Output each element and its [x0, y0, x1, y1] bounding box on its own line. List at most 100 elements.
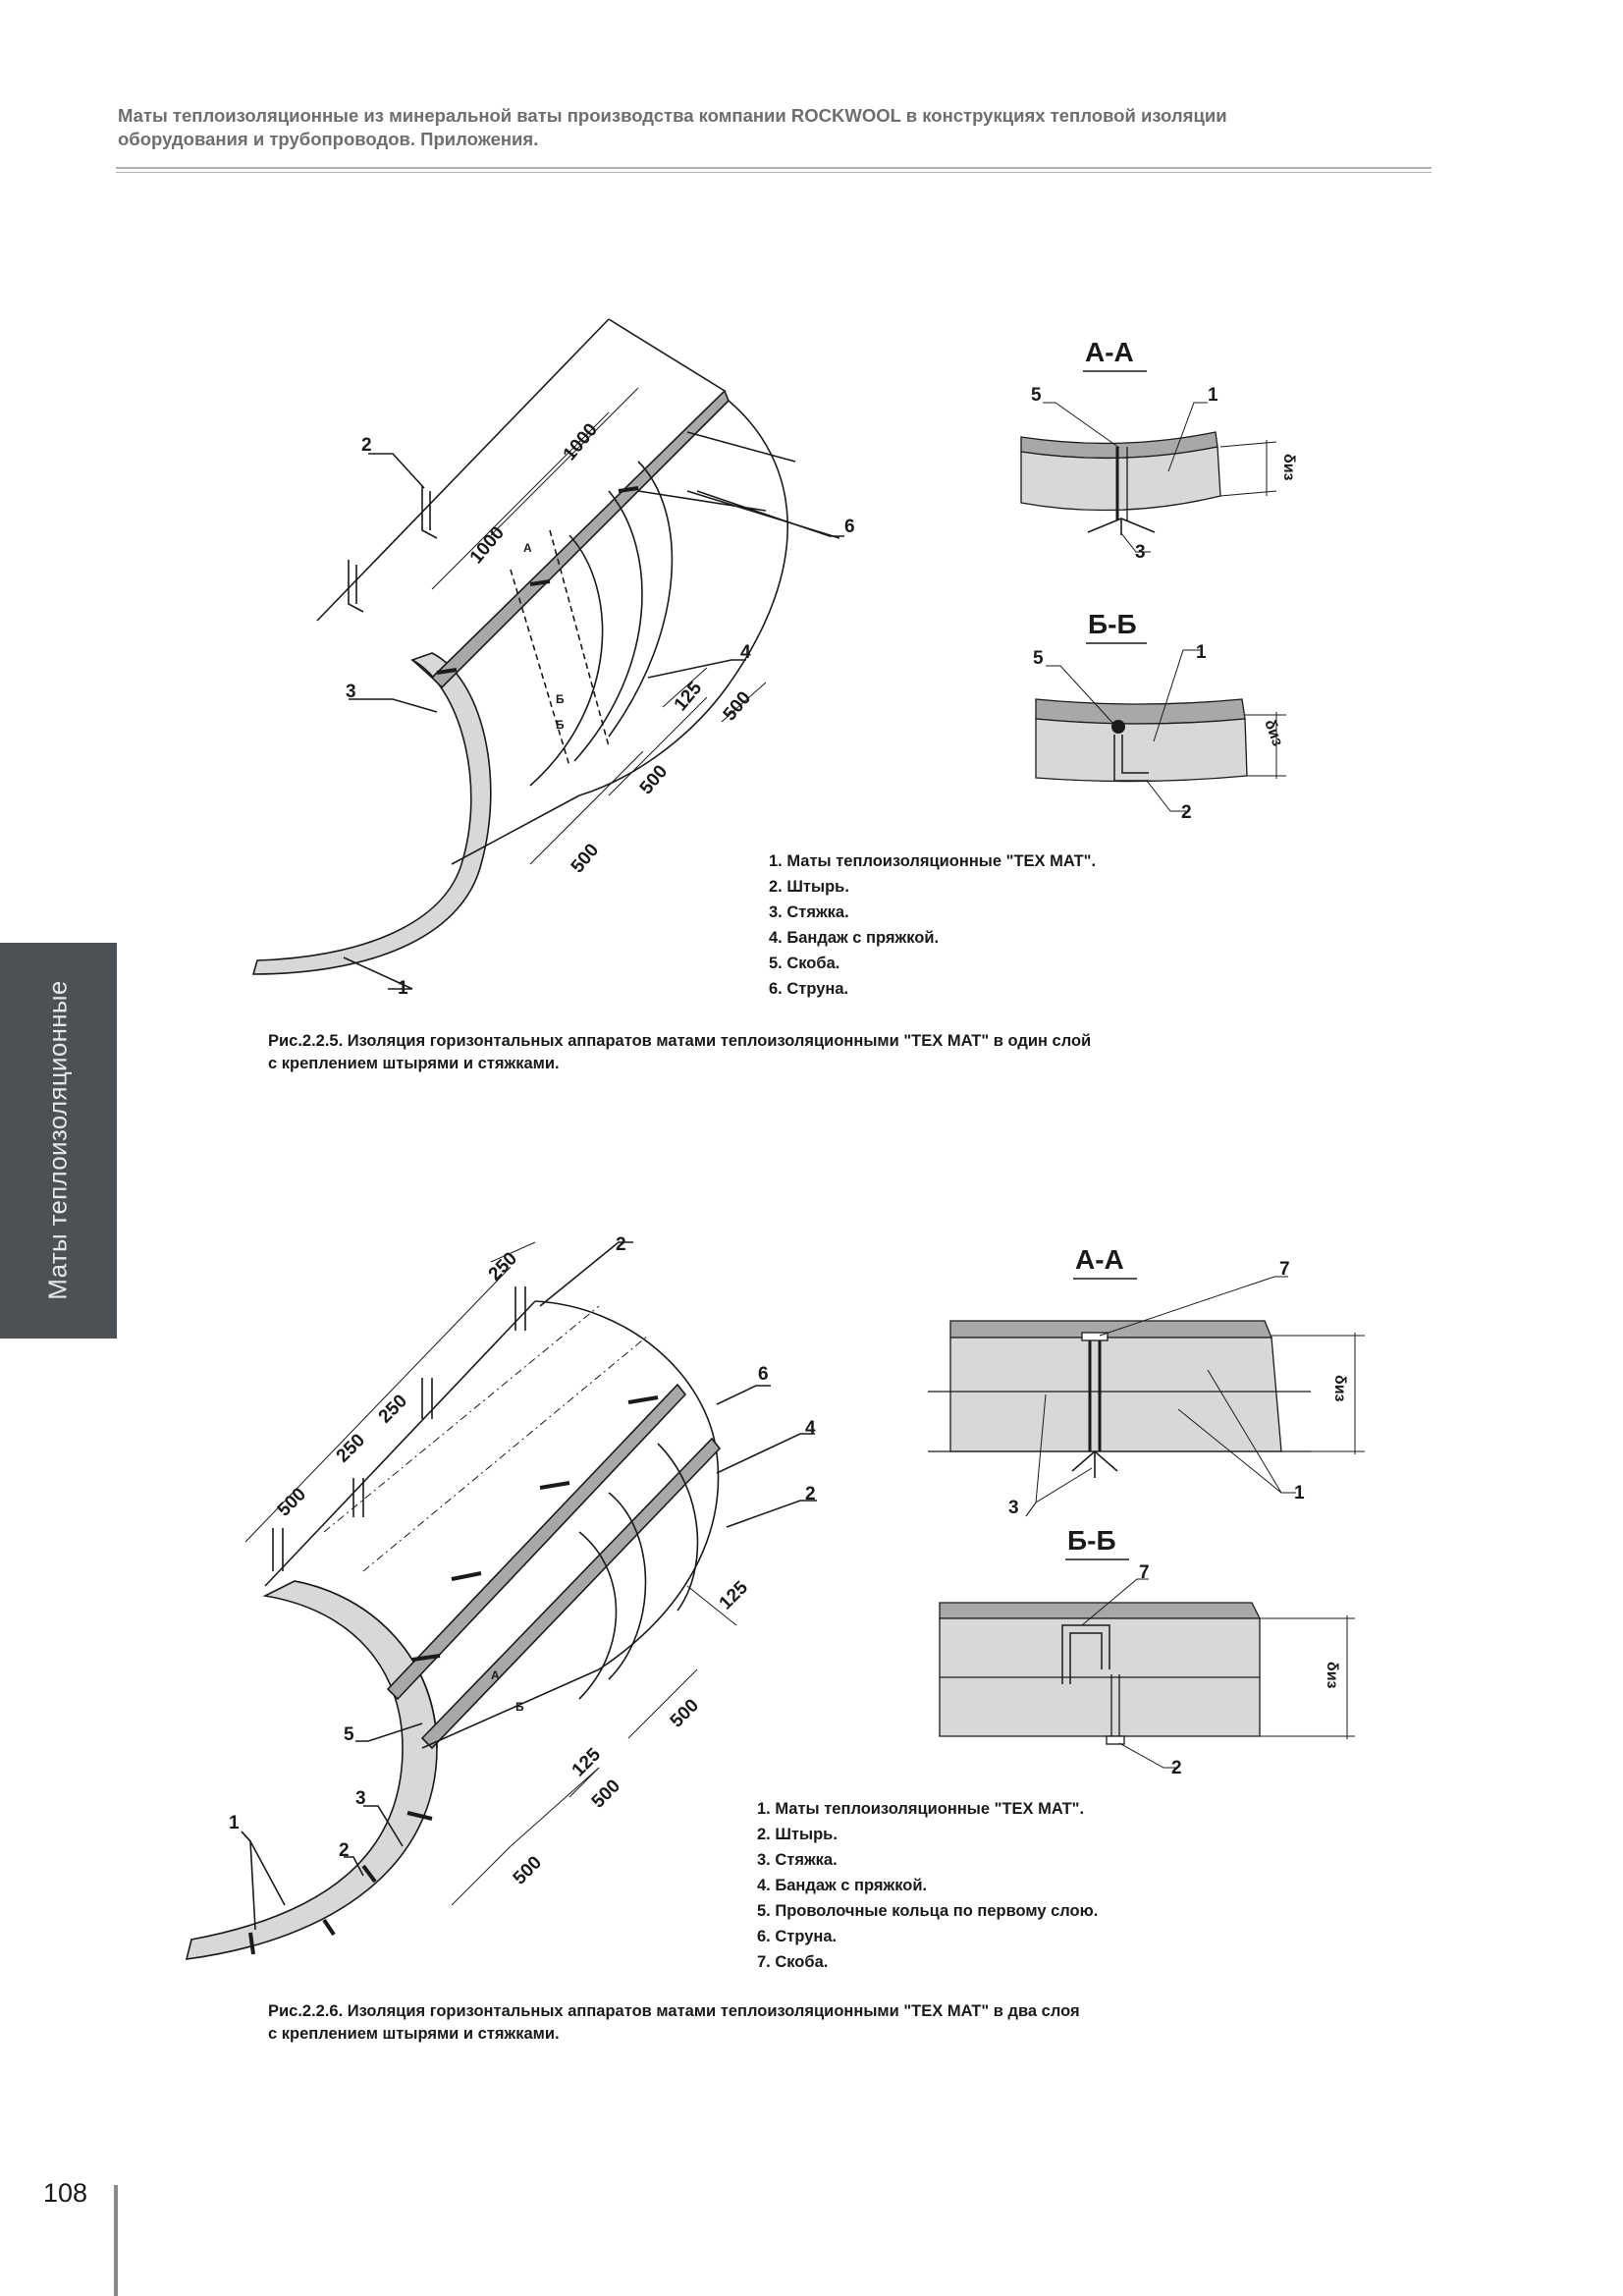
- fig2-bb-callout-7: 7: [1139, 1562, 1150, 1583]
- fig1-mark-a: А: [523, 541, 532, 555]
- fig1-dim-125: 125: [671, 678, 707, 715]
- fig1-bb-callout-1: 1: [1196, 642, 1207, 663]
- fig2-insulation-shell: [185, 1580, 438, 1960]
- running-header: Маты теплоизоляционные из минеральной ва…: [118, 104, 1434, 151]
- fig2-callout-1: 1: [229, 1813, 240, 1833]
- fig2-bb-callout-2: 2: [1171, 1758, 1182, 1778]
- header-rule-bottom: [116, 172, 1432, 173]
- fig1-bb-callout-5: 5: [1033, 648, 1044, 669]
- fig1-back-edge: [608, 318, 726, 392]
- fig2-pin-2: [352, 1478, 364, 1517]
- fig1-leader-3: [349, 698, 438, 713]
- fig1-legend: 1. Маты теплоизоляционные "TEX MAT". 2. …: [769, 848, 1096, 1002]
- fig1-section-aa-title: А-А: [1085, 337, 1134, 367]
- fig2-dim-250-b: 250: [375, 1391, 411, 1427]
- fig2-callout-6: 6: [758, 1364, 769, 1385]
- fig2-callout-5: 5: [344, 1724, 354, 1745]
- fig1-dim-1000-b: 1000: [466, 522, 509, 568]
- fig2-dim-250-a: 250: [485, 1248, 521, 1285]
- fig2-dim-500-c: 500: [588, 1776, 624, 1812]
- fig1-mark-b2: Б: [556, 718, 565, 732]
- legend-item: 5. Скоба.: [769, 955, 840, 972]
- fig2-seam-strip-1: [386, 1383, 687, 1701]
- fig2-pin-3: [421, 1378, 433, 1419]
- fig1-insulation-shell: [251, 652, 492, 975]
- legend-item: 1. Маты теплоизоляционные "TEX MAT".: [757, 1800, 1085, 1818]
- fig2-end-curve: [534, 1300, 720, 1670]
- fig1-aa-callout-1: 1: [1208, 385, 1218, 406]
- fig2-callout-3: 3: [355, 1788, 366, 1809]
- fig2-bandage-1: [578, 1531, 618, 1700]
- fig2-bandage-3: [657, 1443, 699, 1612]
- fig1-callout-1: 1: [398, 978, 408, 999]
- fig2-section-bb-title: Б-Б: [1067, 1525, 1116, 1556]
- fig1-aa-callout-3: 3: [1135, 542, 1146, 563]
- fig1-bandage-2: [529, 534, 604, 787]
- fig2-dim-500-b: 500: [667, 1695, 703, 1731]
- fig2-mark-b: Б: [515, 1700, 524, 1714]
- fig2-aa-callout-3: 3: [1008, 1498, 1019, 1518]
- fig1-top-edge: [316, 318, 610, 622]
- fig1-bandage-3: [608, 461, 674, 738]
- fig2-pin-1: [272, 1528, 284, 1571]
- header-rule-top: [116, 167, 1432, 169]
- fig1-section-aa: А-А 5 1 3 δиз: [1020, 337, 1297, 563]
- legend-item: 3. Стяжка.: [757, 1851, 838, 1869]
- fig1-aa-dim: δиз: [1280, 454, 1297, 481]
- legend-item: 1. Маты теплоизоляционные "TEX MAT".: [769, 852, 1097, 870]
- fig1-leader-4: [647, 659, 746, 679]
- legend-item: 2. Штырь.: [757, 1826, 838, 1843]
- legend-item: 4. Бандаж с пряжкой.: [769, 929, 940, 947]
- fig2-callout-4: 4: [805, 1418, 816, 1439]
- fig2-callout-2a: 2: [616, 1234, 626, 1255]
- fig2-bb-dim: δиз: [1324, 1662, 1340, 1689]
- fig2-aa-callout-1: 1: [1294, 1483, 1305, 1503]
- fig1-leader-6: [696, 490, 844, 537]
- fig1-callout-2: 2: [361, 435, 372, 456]
- page-number: 108: [43, 2178, 88, 2208]
- fig1-caption-line-2: с креплением штырями и стяжками.: [268, 1055, 560, 1072]
- legend-item: 4. Бандаж с пряжкой.: [757, 1877, 928, 1894]
- fig2-section-aa-title: А-А: [1075, 1244, 1124, 1275]
- fig2-dim-250-c: 250: [333, 1430, 369, 1466]
- fig1-callout-4: 4: [740, 642, 751, 663]
- fig1-caption-line-1: Рис.2.2.5. Изоляция горизонтальных аппар…: [268, 1032, 1092, 1050]
- legend-item: 6. Струна.: [757, 1928, 838, 1945]
- section-side-tab: Маты теплоизоляционные: [0, 943, 117, 1339]
- fig2-mark-a: А: [491, 1668, 500, 1682]
- figure-2-2-5-drawing: 1000 1000 125 500 500 500 2 3 1 6 4 А Б …: [251, 318, 1297, 999]
- header-line-2: оборудования и трубопроводов. Приложения…: [118, 129, 539, 149]
- fig1-bb-callout-2: 2: [1181, 802, 1192, 823]
- fig2-section-bb: Б-Б 7 2 δиз: [939, 1525, 1355, 1778]
- fig1-bb-dim: δиз: [1261, 718, 1285, 749]
- legend-item: 2. Штырь.: [769, 878, 849, 896]
- fig1-dim-1000-a: 1000: [560, 419, 602, 465]
- fig1-caption: Рис.2.2.5. Изоляция горизонтальных аппар…: [268, 1030, 1152, 1075]
- legend-item: 7. Скоба.: [757, 1953, 829, 1971]
- fig2-dim-500-d: 500: [510, 1852, 546, 1888]
- legend-item: 3. Стяжка.: [769, 903, 849, 921]
- fig1-pin-2: [348, 560, 364, 613]
- fig1-section-bb-title: Б-Б: [1088, 609, 1137, 639]
- fig1-callout-3: 3: [346, 682, 356, 702]
- fig1-dim-500-c: 500: [568, 840, 603, 877]
- fig2-dim-125-a: 125: [716, 1577, 753, 1614]
- fig2-dim-500-a: 500: [274, 1484, 310, 1520]
- fig2-aa-dim: δиз: [1331, 1375, 1348, 1402]
- fig1-aa-callout-5: 5: [1031, 385, 1042, 406]
- fig2-legend: 1. Маты теплоизоляционные "TEX MAT". 2. …: [757, 1796, 1098, 1975]
- legend-item: 6. Струна.: [769, 980, 849, 998]
- fig1-pin-1: [421, 486, 438, 539]
- fig2-callout-2c: 2: [339, 1840, 350, 1861]
- fig1-section-bb: Б-Б 5 1 2 δиз: [1033, 609, 1286, 823]
- fig1-leader-2: [368, 453, 425, 489]
- fig2-pin-4: [514, 1286, 526, 1331]
- page-number-bar: [114, 2185, 118, 2296]
- fig2-aa-callout-7: 7: [1279, 1259, 1290, 1280]
- fig2-seam-strip-2: [420, 1437, 722, 1750]
- fig1-leader-1: [343, 957, 413, 990]
- fig1-end-curve: [578, 400, 789, 796]
- fig1-callout-6: 6: [844, 517, 855, 537]
- fig2-caption: Рис.2.2.6. Изоляция горизонтальных аппар…: [268, 2000, 1152, 2046]
- legend-item: 5. Проволочные кольца по первому слою.: [757, 1902, 1099, 1920]
